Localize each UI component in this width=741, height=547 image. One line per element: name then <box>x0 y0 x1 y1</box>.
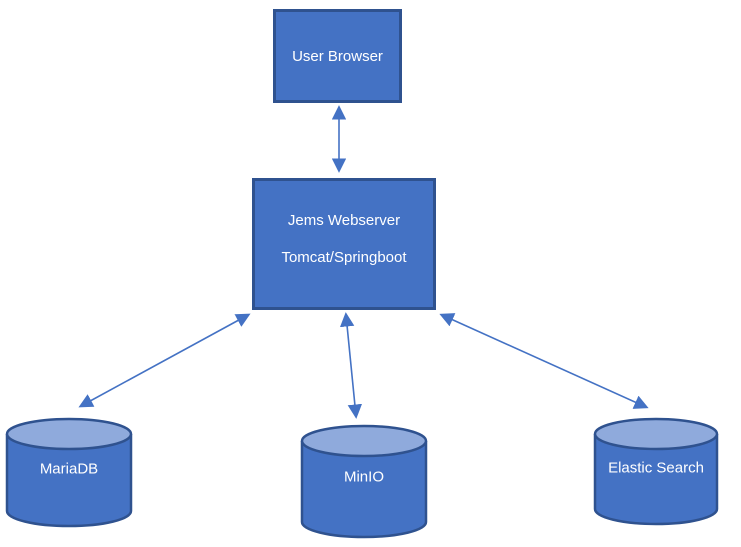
cylinder-shape <box>300 424 428 539</box>
node-mariadb: MariaDB <box>5 417 133 529</box>
cylinder-shape <box>593 417 719 526</box>
node-elastic-search: Elastic Search <box>593 417 719 527</box>
arrow-webserver-minio <box>339 312 363 419</box>
node-minio: MinIO <box>300 424 428 540</box>
arrow-webserver-elastic <box>439 313 649 409</box>
node-minio-label: MinIO <box>343 468 384 486</box>
node-webserver-label-line1: Jems Webserver <box>287 212 401 229</box>
node-elastic-search-label: Elastic Search <box>608 459 704 477</box>
node-webserver-label-line2: Tomcat/Springboot <box>281 249 407 266</box>
node-webserver: Jems Webserver Tomcat/Springboot <box>252 178 436 310</box>
cylinder-shape <box>5 417 133 528</box>
node-user-browser-label: User Browser <box>292 47 383 65</box>
node-mariadb-label: MariaDB <box>39 460 99 478</box>
arrow-webserver-mariadb <box>78 313 251 408</box>
node-user-browser: User Browser <box>273 9 402 103</box>
